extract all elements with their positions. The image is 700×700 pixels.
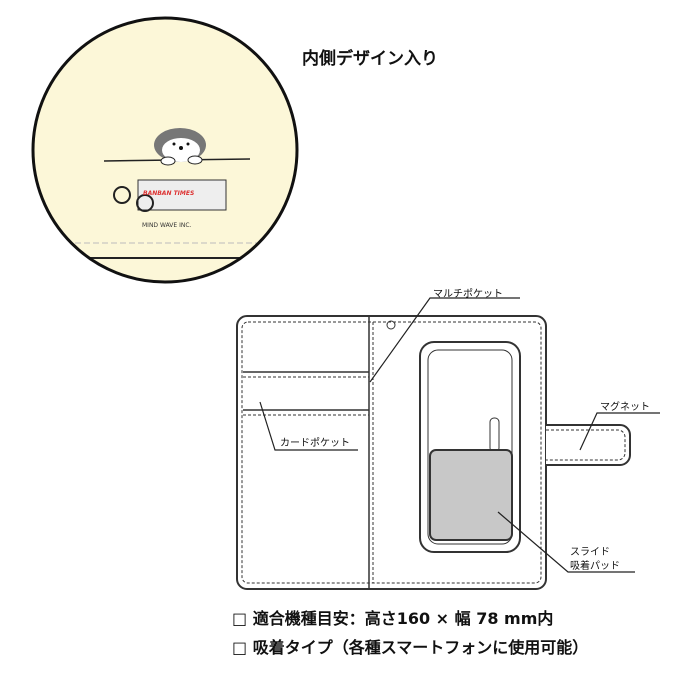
slide-pad-label-2: 吸着パッド xyxy=(570,561,620,572)
magnet-label: マグネット xyxy=(600,402,650,413)
spec-size: □ 適合機種目安：高さ160 × 幅 78 mm内 xyxy=(232,609,554,628)
dog-illustration xyxy=(103,128,251,166)
newspaper-text: BANBAN TIMES xyxy=(143,190,195,197)
case-illustration xyxy=(236,315,631,590)
newspaper-illustration xyxy=(113,179,227,212)
page-title: 内側デザイン入り xyxy=(302,49,438,69)
multi-pocket-label: マルチポケット xyxy=(433,289,503,300)
card-pocket-label: カードポケット xyxy=(280,438,350,449)
callout-lines xyxy=(259,297,660,573)
spec-type: □ 吸着タイプ（各種スマートフォンに使用可能） xyxy=(232,638,589,657)
brand-text: MIND WAVE INC. xyxy=(142,222,192,229)
slide-pad-label-1: スライド xyxy=(570,547,610,558)
